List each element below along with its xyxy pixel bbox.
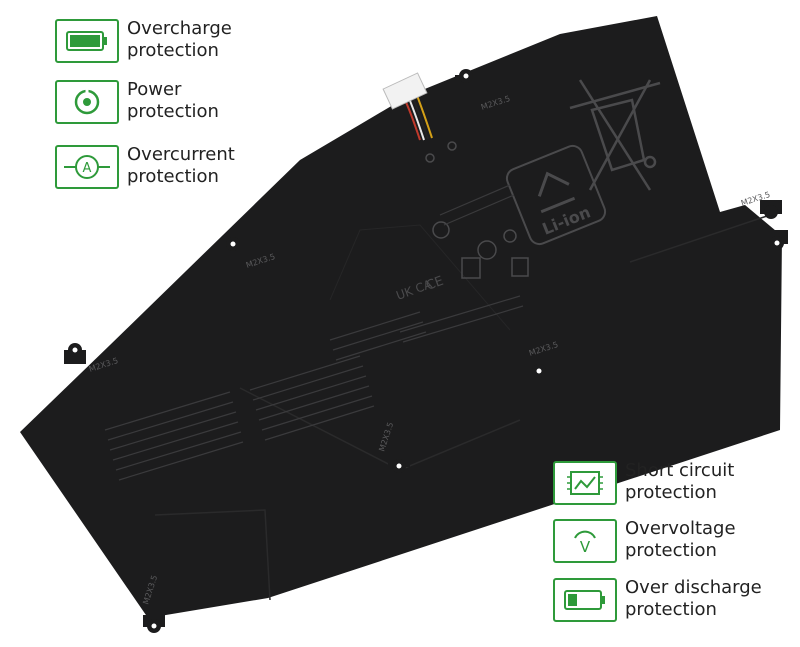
feature-overcurrent: A Overcurrent protection [55, 144, 235, 189]
feature-label: Overcurrent protection [127, 144, 235, 187]
svg-text:V: V [580, 538, 591, 556]
feature-label: Overvoltage protection [625, 518, 736, 561]
feature-label: Overcharge protection [127, 18, 232, 61]
circuit-board-icon [553, 461, 617, 505]
feature-label: Power protection [127, 79, 219, 122]
feature-overcharge: Overcharge protection [55, 18, 232, 63]
feature-label: Over discharge protection [625, 577, 762, 620]
svg-text:A: A [83, 161, 92, 176]
feature-over-discharge: Over discharge protection [553, 577, 762, 622]
ce-mark: CE [424, 274, 445, 294]
battery-label-print [104, 184, 524, 481]
feature-overvoltage: V Overvoltage protection [553, 518, 736, 563]
battery-full-icon [55, 19, 119, 63]
voltmeter-icon: V [553, 519, 617, 563]
battery-panel-line [154, 509, 271, 601]
power-target-icon [55, 80, 119, 124]
feature-power: Power protection [55, 79, 219, 124]
battery-low-icon [553, 578, 617, 622]
ammeter-icon: A [55, 145, 119, 189]
battery-connector [382, 72, 433, 141]
feature-short-circuit: Short circuit protection [553, 460, 735, 505]
crossed-bin-symbol [569, 79, 661, 191]
battery-panel-line [629, 214, 771, 263]
feature-label: Short circuit protection [625, 460, 735, 503]
certification-marks [425, 141, 529, 279]
